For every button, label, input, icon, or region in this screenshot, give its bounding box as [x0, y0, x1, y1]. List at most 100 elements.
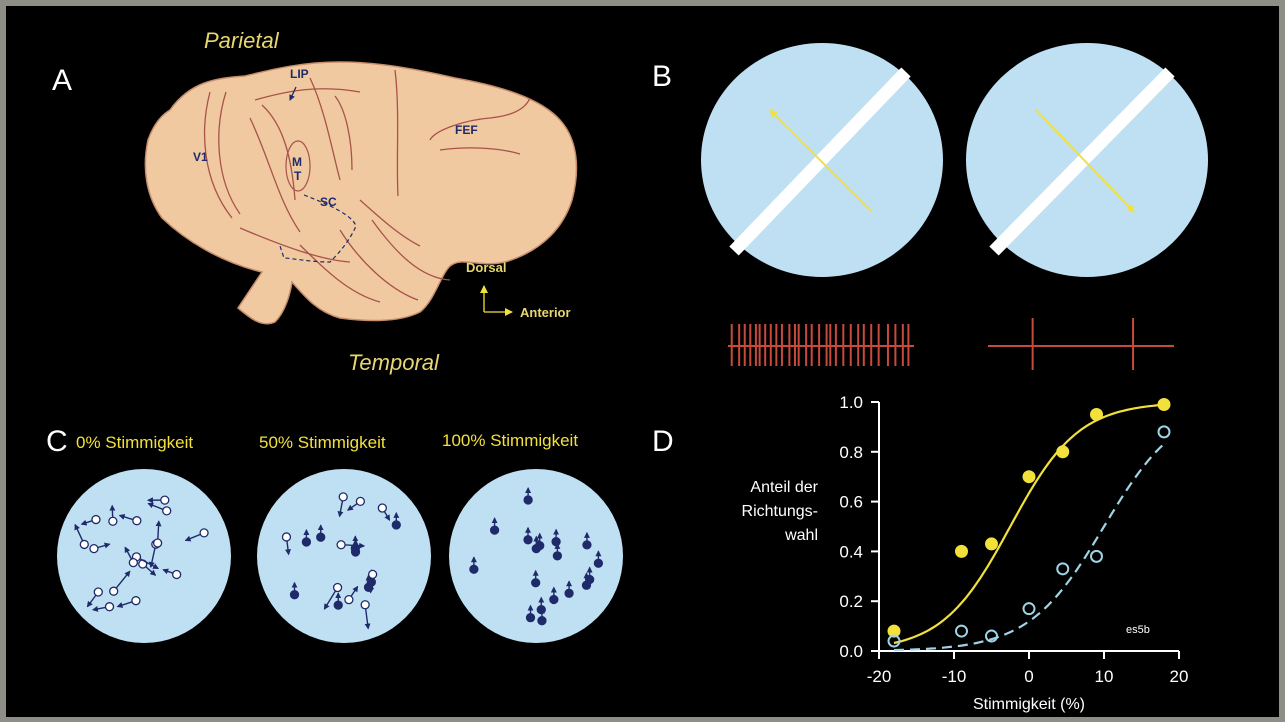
random-dot — [80, 540, 88, 548]
dot-field-0 — [57, 469, 231, 643]
panel-b: B — [652, 43, 1208, 370]
random-dot — [106, 603, 114, 611]
coherent-dot — [565, 589, 573, 597]
coherence-label-0: 0% Stimmigkeit — [76, 433, 193, 452]
y-tick-label: 0.4 — [839, 542, 863, 561]
coherent-dot — [553, 552, 561, 560]
area-lip-label: LIP — [290, 67, 309, 81]
random-dot — [163, 507, 171, 515]
x-tick-label: 0 — [1024, 667, 1033, 686]
brain-outline — [145, 62, 576, 324]
coherent-dot — [317, 533, 325, 541]
area-mt-m-label: M — [292, 155, 302, 169]
dot-field-100 — [449, 469, 623, 643]
panel-c: C 0% Stimmigkeit 50% Stimmigkeit 100% St… — [46, 425, 623, 643]
parietal-label: Parietal — [204, 28, 280, 53]
data-point-series-1 — [1159, 399, 1170, 410]
anterior-label: Anterior — [520, 305, 571, 320]
panel-c-letter: C — [46, 425, 68, 458]
data-point-series-2 — [1091, 551, 1102, 562]
x-tick-label: 20 — [1170, 667, 1189, 686]
coherent-dot — [491, 526, 499, 534]
random-dot — [369, 570, 377, 578]
coherent-dot — [532, 545, 540, 553]
random-dot — [133, 517, 141, 525]
random-dot — [90, 545, 98, 553]
random-dot — [282, 533, 290, 541]
figure-canvas: A Parietal Temporal — [6, 6, 1279, 717]
coherent-dot — [550, 595, 558, 603]
panel-a-letter: A — [52, 64, 72, 97]
y-tick-label: 0.2 — [839, 592, 863, 611]
coherent-dot — [527, 614, 535, 622]
random-dot — [345, 596, 353, 604]
x-tick-label: -10 — [942, 667, 967, 686]
random-dot — [334, 584, 342, 592]
random-dot — [132, 597, 140, 605]
coherent-dot — [302, 538, 310, 546]
random-dot — [154, 539, 162, 547]
random-dot — [173, 571, 181, 579]
coherent-dot — [291, 591, 299, 599]
y-tick-label: 0.0 — [839, 642, 863, 661]
area-fef-label: FEF — [455, 123, 478, 137]
x-axis-label: Stimmigkeit (%) — [973, 696, 1085, 713]
coherent-dot — [352, 548, 360, 556]
random-dot — [337, 541, 345, 549]
receptive-field-left — [701, 43, 943, 277]
coherent-dot — [524, 536, 532, 544]
temporal-label: Temporal — [348, 350, 440, 375]
data-point-series-1 — [1024, 471, 1035, 482]
random-dot — [161, 496, 169, 504]
data-point-series-1 — [956, 546, 967, 557]
random-dot — [94, 588, 102, 596]
spike-train-right — [988, 318, 1174, 370]
area-mt-t-label: T — [294, 169, 302, 183]
fit-curve-1 — [894, 405, 1164, 643]
brain-diagram: LIP FEF V1 M T SC — [145, 62, 576, 324]
panel-d-letter: D — [652, 425, 674, 458]
data-point-series-2 — [1057, 563, 1068, 574]
panel-b-letter: B — [652, 60, 672, 93]
random-dot — [110, 587, 118, 595]
coherence-label-100: 100% Stimmigkeit — [442, 431, 578, 450]
coherence-label-50: 50% Stimmigkeit — [259, 433, 386, 452]
coherent-dot — [538, 617, 546, 625]
chart-annotation: es5b — [1126, 624, 1150, 636]
coherent-dot — [594, 559, 602, 567]
y-tick-label: 0.6 — [839, 493, 863, 512]
data-point-series-2 — [956, 626, 967, 637]
data-point-series-2 — [1159, 426, 1170, 437]
coherent-dot — [524, 496, 532, 504]
x-tick-label: -20 — [867, 667, 892, 686]
y-axis-label: Anteil der Richtungs- wahl — [742, 479, 819, 544]
random-dot — [200, 529, 208, 537]
coherent-dot — [582, 581, 590, 589]
random-dot — [356, 497, 364, 505]
coherent-dot — [392, 521, 400, 529]
area-v1-label: V1 — [193, 150, 208, 164]
y-tick-label: 1.0 — [839, 393, 863, 412]
x-tick-label: 10 — [1095, 667, 1114, 686]
spike-train-left — [728, 324, 914, 366]
coherent-dot — [334, 601, 342, 609]
y-axis-label-line-2: Richtungs- — [742, 503, 818, 520]
coherent-dot — [552, 538, 560, 546]
y-axis-label-line-1: Anteil der — [750, 479, 818, 496]
coherent-dot — [583, 541, 591, 549]
receptive-field-right — [966, 43, 1208, 277]
coherent-dot — [470, 565, 478, 573]
orientation-compass: Dorsal Anterior — [466, 260, 571, 320]
figure-frame: A Parietal Temporal — [6, 6, 1279, 717]
dorsal-label: Dorsal — [466, 260, 506, 275]
data-point-series-1 — [1057, 446, 1068, 457]
y-axis-label-line-3: wahl — [784, 527, 818, 544]
data-point-series-2 — [1024, 603, 1035, 614]
data-point-series-1 — [1091, 409, 1102, 420]
random-dot — [92, 516, 100, 524]
random-dot — [109, 517, 117, 525]
random-dot — [378, 504, 386, 512]
panel-a: A Parietal Temporal — [52, 28, 576, 375]
data-point-series-1 — [986, 538, 997, 549]
